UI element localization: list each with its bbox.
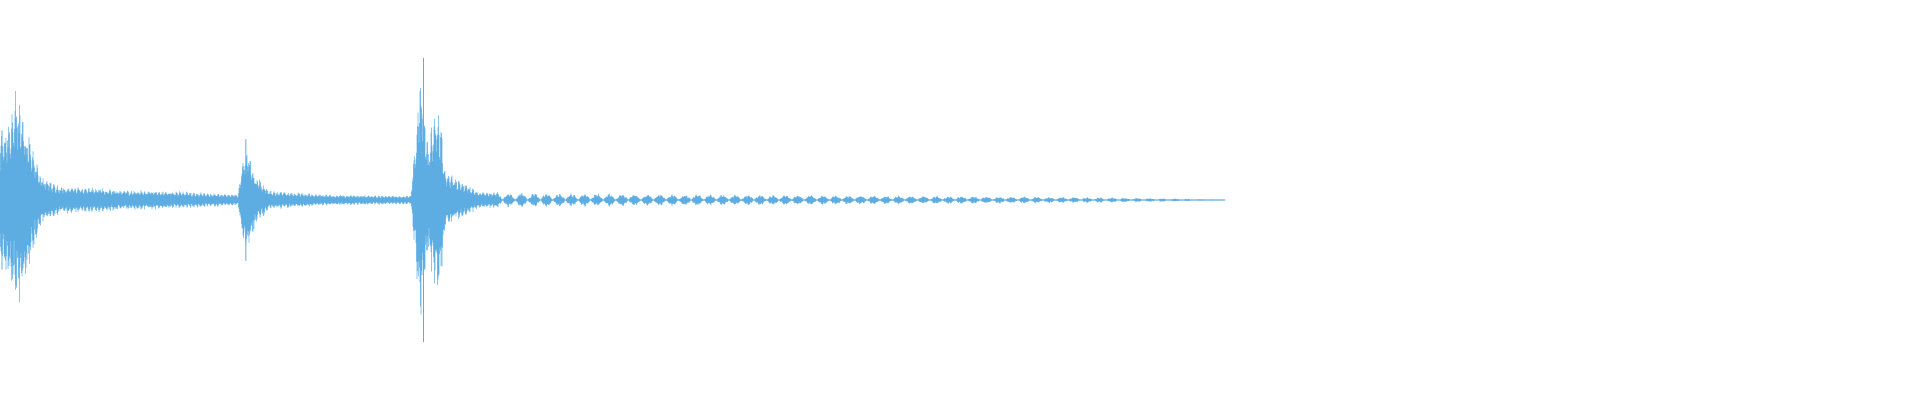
waveform-series (0, 57, 1225, 343)
